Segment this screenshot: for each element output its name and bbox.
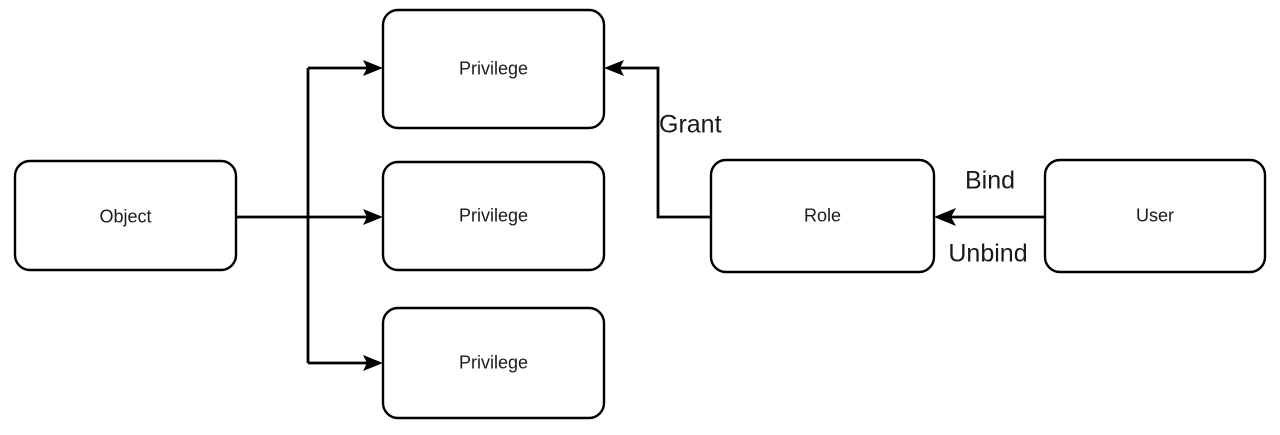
node-role-box[interactable] xyxy=(709,158,936,274)
edge-label-unbind: Unbind xyxy=(948,240,1027,268)
node-role[interactable]: Role xyxy=(709,158,936,274)
arrowhead-grant xyxy=(604,60,624,76)
node-role-label: Role xyxy=(804,205,841,225)
node-object-label: Object xyxy=(99,206,151,226)
node-privilege-top[interactable]: Privilege xyxy=(381,8,606,130)
arrowhead-to-privilege-bottom xyxy=(363,355,383,371)
node-privilege-middle-box[interactable] xyxy=(381,160,606,272)
node-privilege-bottom-box[interactable] xyxy=(381,306,606,420)
node-user-box[interactable] xyxy=(1043,158,1267,274)
edge-object-to-privileges xyxy=(236,60,383,371)
arrowhead-bind xyxy=(934,208,956,226)
edge-label-bind: Bind xyxy=(965,167,1015,195)
node-object-box[interactable] xyxy=(13,159,238,272)
edge-grant xyxy=(604,60,711,219)
edge-bind-unbind xyxy=(934,208,1045,226)
node-privilege-top-label: Privilege xyxy=(459,58,528,78)
node-privilege-middle[interactable]: Privilege xyxy=(381,160,606,272)
edge-label-grant: Grant xyxy=(659,111,722,139)
node-user[interactable]: User xyxy=(1043,158,1267,274)
node-privilege-top-box[interactable] xyxy=(381,8,606,130)
arrowhead-to-privilege-mid xyxy=(363,209,383,225)
node-user-label: User xyxy=(1136,205,1174,225)
node-object[interactable]: Object xyxy=(13,159,238,272)
edge-segment-grant xyxy=(614,66,711,219)
node-privilege-bottom-label: Privilege xyxy=(459,352,528,372)
node-privilege-middle-label: Privilege xyxy=(459,205,528,225)
node-privilege-bottom[interactable]: Privilege xyxy=(381,306,606,420)
arrowhead-to-privilege-top xyxy=(363,60,383,76)
